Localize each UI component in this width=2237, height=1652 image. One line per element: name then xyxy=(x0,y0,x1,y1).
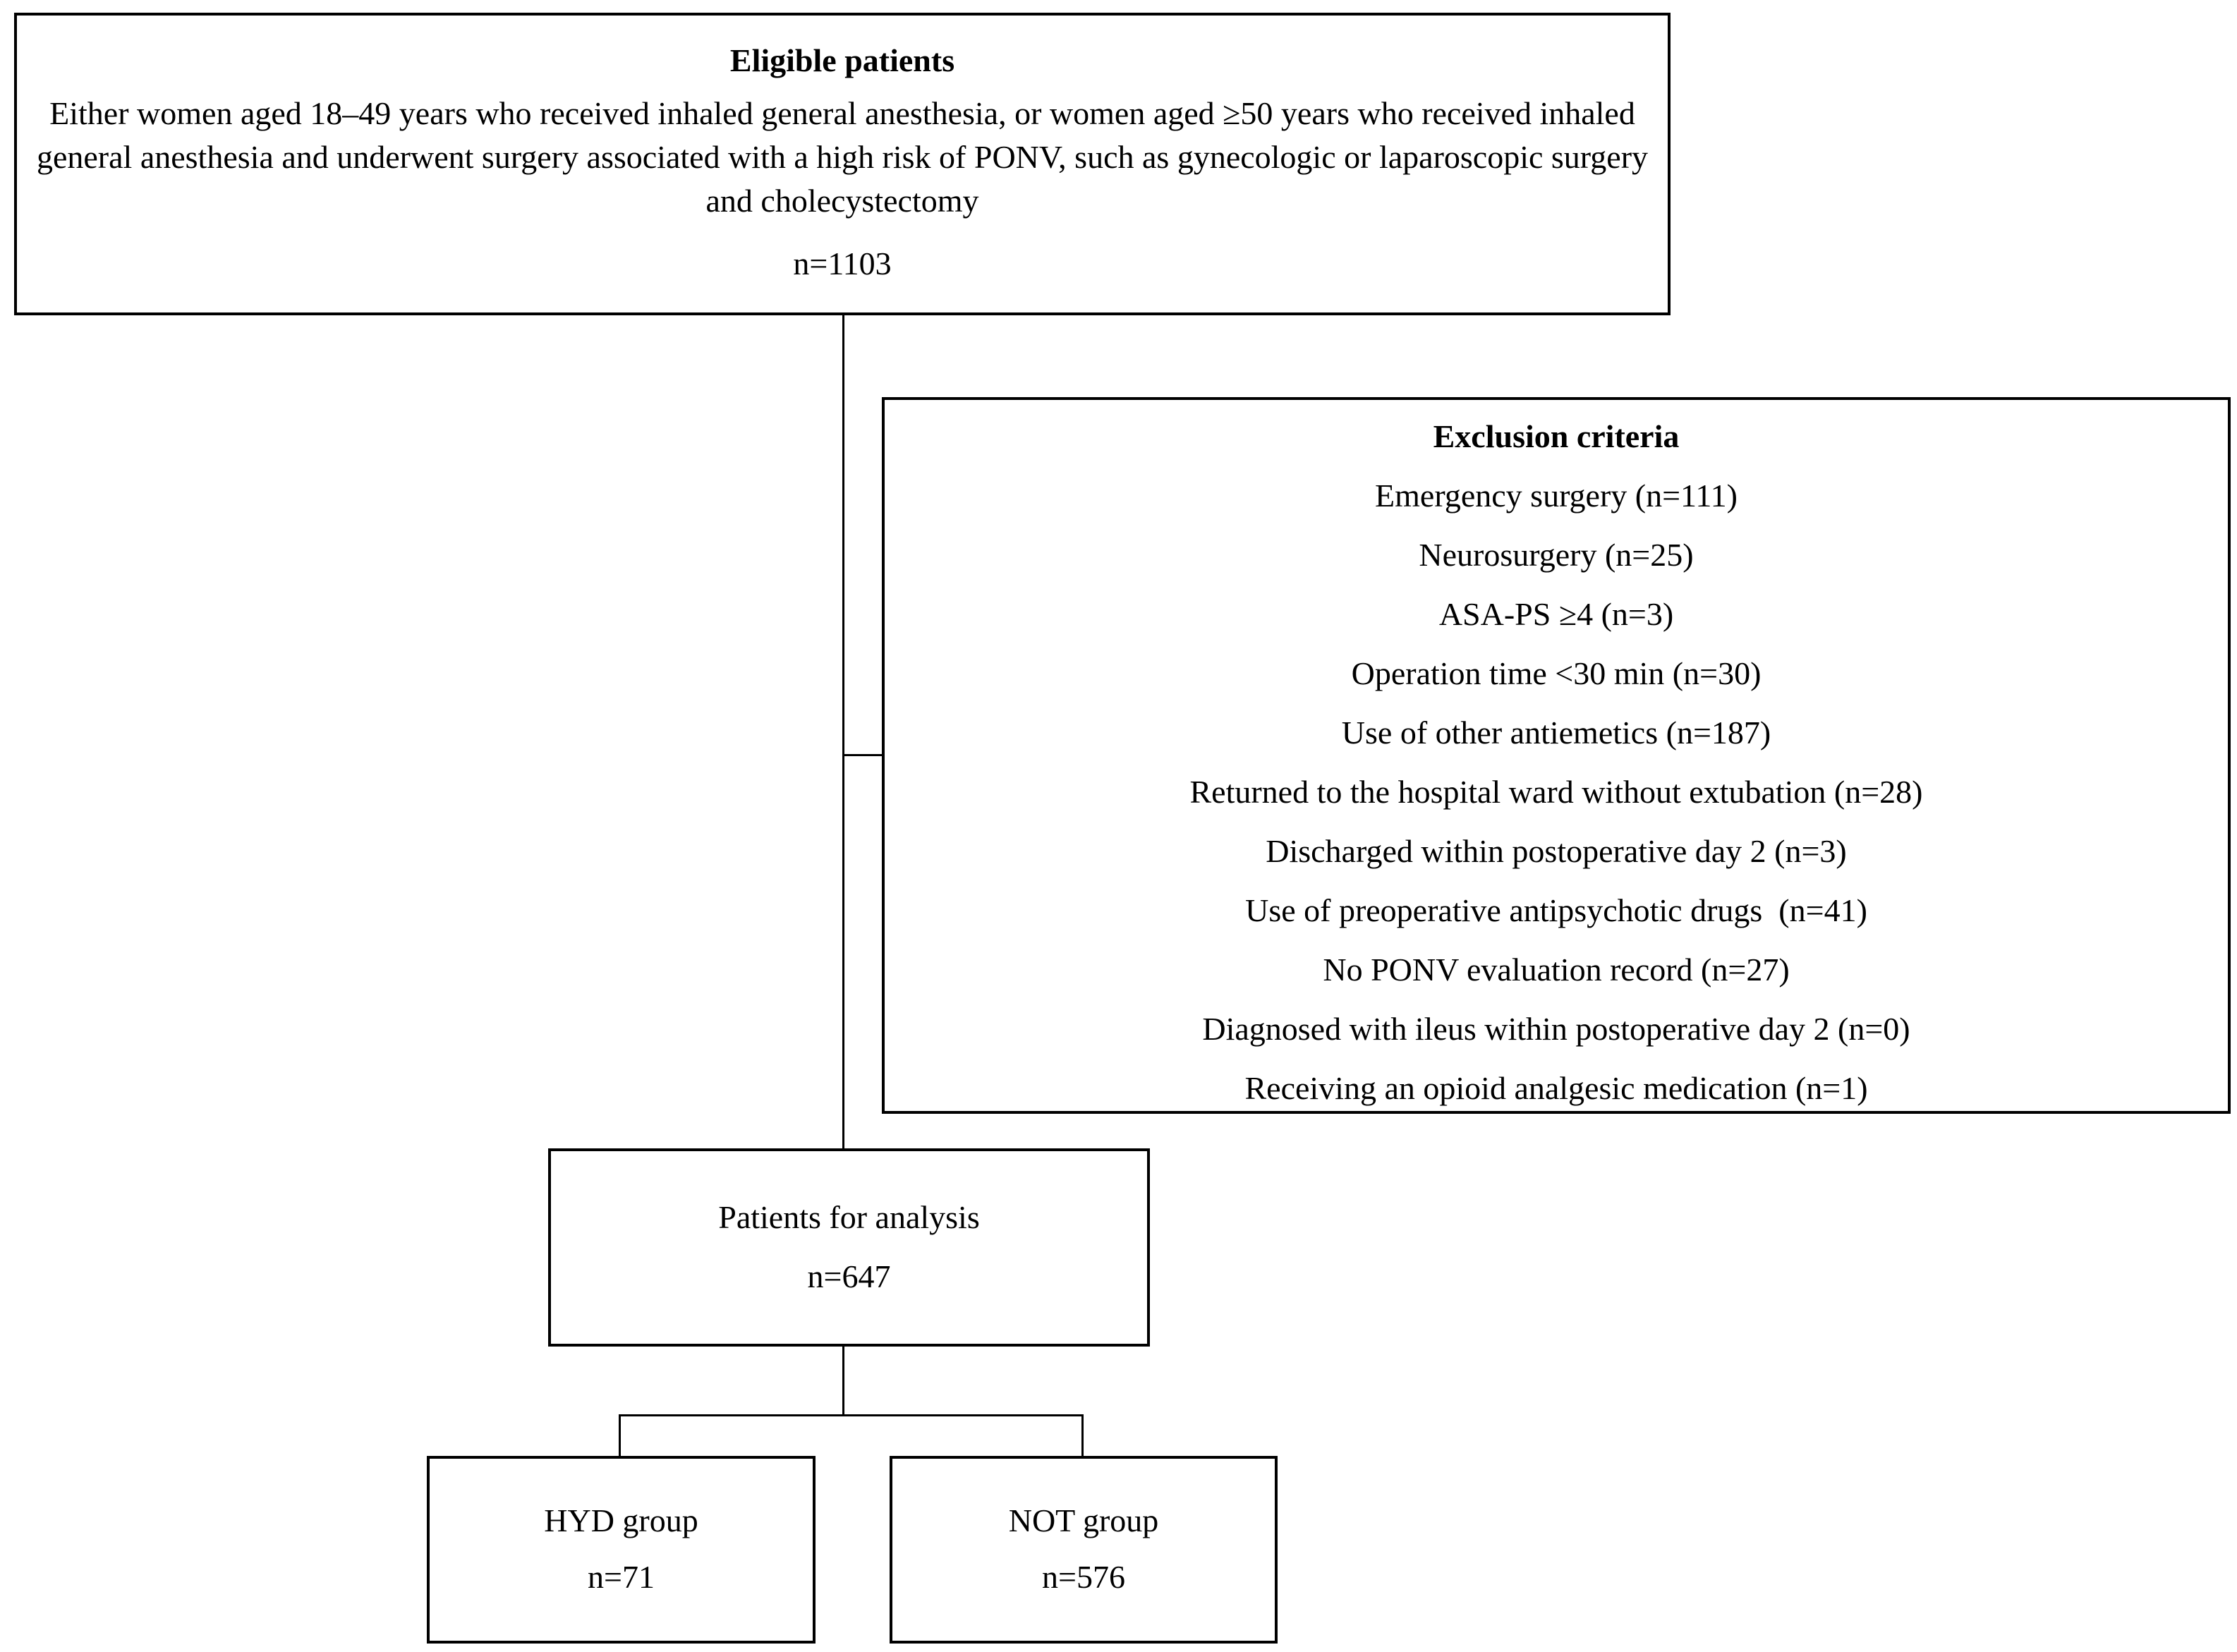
exclusion-item-discharged-early: Discharged within postoperative day 2 (n… xyxy=(1266,833,1847,869)
eligible-patients-count: n=1103 xyxy=(793,245,892,281)
connector-eligible-to-analysis-line xyxy=(842,315,844,1148)
exclusion-criteria-title: Exclusion criteria xyxy=(1433,418,1680,454)
eligible-patients-title: Eligible patients xyxy=(729,42,955,78)
patients-for-analysis-count: n=647 xyxy=(807,1258,891,1294)
exclusion-item-ileus: Diagnosed with ileus within postoperativ… xyxy=(1202,1011,1910,1047)
exclusion-item-neurosurgery: Neurosurgery (n=25) xyxy=(1419,537,1694,573)
connector-analysis-to-branch-line xyxy=(842,1347,844,1416)
exclusion-item-emergency-surgery: Emergency surgery (n=111) xyxy=(1375,478,1738,514)
exclusion-item-antipsychotic-drugs: Use of preoperative antipsychotic drugs … xyxy=(1245,892,1867,928)
connector-branch-horizontal-line xyxy=(619,1414,1084,1416)
exclusion-item-without-extubation: Returned to the hospital ward without ex… xyxy=(1189,774,1923,810)
hyd-group-box: HYD group n=71 xyxy=(427,1456,816,1644)
exclusion-item-no-ponv-record: No PONV evaluation record (n=27) xyxy=(1323,952,1790,988)
not-group-title: NOT group xyxy=(1008,1502,1159,1538)
connector-to-exclusion-line xyxy=(842,754,883,756)
hyd-group-count: n=71 xyxy=(588,1559,655,1595)
hyd-group-title: HYD group xyxy=(544,1502,698,1538)
not-group-count: n=576 xyxy=(1042,1559,1125,1595)
patients-for-analysis-box: Patients for analysis n=647 xyxy=(548,1148,1150,1347)
connector-not-stub-line xyxy=(1081,1414,1084,1456)
eligible-patients-description: Either women aged 18–49 years who receiv… xyxy=(36,95,1649,219)
exclusion-item-operation-time: Operation time <30 min (n=30) xyxy=(1351,655,1762,691)
connector-hyd-stub-line xyxy=(619,1414,621,1456)
exclusion-item-opioid-analgesic: Receiving an opioid analgesic medication… xyxy=(1244,1070,1868,1106)
exclusion-item-asa-ps: ASA-PS ≥4 (n=3) xyxy=(1438,596,1674,632)
not-group-box: NOT group n=576 xyxy=(890,1456,1278,1644)
eligible-patients-box: Eligible patients Either women aged 18–4… xyxy=(14,13,1671,315)
exclusion-criteria-box: Exclusion criteria Emergency surgery (n=… xyxy=(882,397,2231,1114)
patients-for-analysis-title: Patients for analysis xyxy=(718,1199,980,1235)
exclusion-item-other-antiemetics: Use of other antiemetics (n=187) xyxy=(1341,715,1771,751)
